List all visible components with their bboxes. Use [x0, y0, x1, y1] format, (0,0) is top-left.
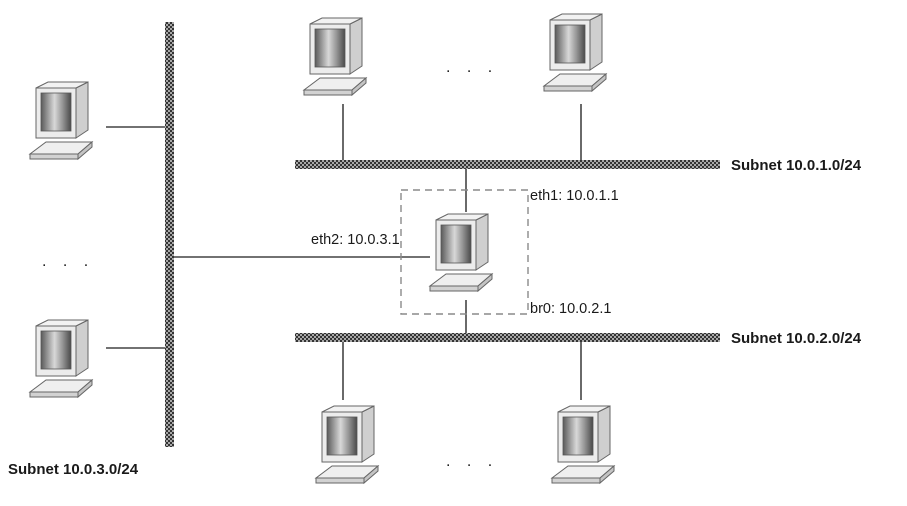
router-computer-icon: [429, 213, 493, 292]
subnet-bus-top: [295, 160, 720, 169]
ellipsis-bottom: . . .: [446, 453, 498, 470]
computer-icon: [29, 319, 93, 398]
computer-icon: [303, 17, 367, 96]
computer-icon: [543, 13, 607, 92]
ellipsis-top: . . .: [446, 59, 498, 76]
computer-icon: [29, 81, 93, 160]
subnet-bus-left: [165, 22, 174, 447]
subnet-bus-middle: [295, 333, 720, 342]
subnet-label-middle: Subnet 10.0.2.0/24: [731, 330, 862, 347]
interface-label-eth1: eth1: 10.0.1.1: [530, 188, 619, 204]
interface-label-eth2: eth2: 10.0.3.1: [311, 232, 400, 248]
subnet-label-left: Subnet 10.0.3.0/24: [8, 461, 139, 478]
router-box: [400, 189, 529, 315]
ellipsis-left: . . .: [42, 253, 94, 270]
interface-label-br0: br0: 10.0.2.1: [530, 301, 611, 317]
computer-icon: [315, 405, 379, 484]
subnet-label-top: Subnet 10.0.1.0/24: [731, 157, 862, 174]
computer-icon: [551, 405, 615, 484]
